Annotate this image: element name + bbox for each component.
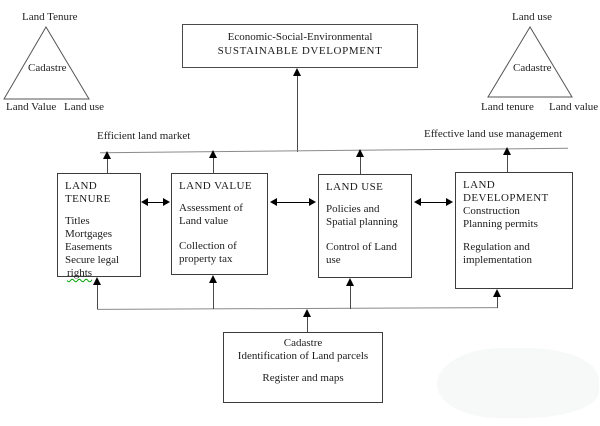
- connector-line: [307, 317, 308, 332]
- connector-line: [350, 286, 351, 309]
- arrow-up-icon: [293, 68, 301, 76]
- left-triangle-center-label: Cadastre: [28, 62, 67, 74]
- right-triangle-center-label: Cadastre: [513, 62, 552, 74]
- land-tenure-item: Mortgages: [65, 228, 113, 240]
- land-development-title: LAND DEVELOPMENT: [463, 179, 549, 204]
- arrow-up-icon: [493, 289, 501, 297]
- land-value-paragraph: Collection of property tax: [179, 240, 237, 265]
- right-triangle-icon: [487, 26, 573, 98]
- double-arrow-icon: [414, 198, 453, 207]
- arrow-up-icon: [346, 278, 354, 286]
- land-tenure-title: LAND TENURE: [65, 180, 111, 205]
- connector-line: [213, 283, 214, 309]
- connector-line: [497, 297, 498, 308]
- arrow-up-icon: [303, 309, 311, 317]
- arrow-up-icon: [356, 149, 364, 157]
- arrow-right-icon: [446, 198, 453, 206]
- land-value-paragraph: Assessment of Land value: [179, 202, 243, 227]
- arrow-left-icon: [141, 198, 148, 206]
- land-development-box: LAND DEVELOPMENT Construction Planning p…: [455, 172, 573, 289]
- land-value-box: LAND VALUE Assessment of Land value Coll…: [171, 173, 268, 275]
- arrow-up-icon: [503, 147, 511, 155]
- cadastre-box-line2: Identification of Land parcels: [237, 350, 369, 362]
- arrow-up-icon: [93, 277, 101, 285]
- left-triangle-bottom-left-label: Land Value: [6, 101, 57, 113]
- cadastre-box-line3: Register and maps: [262, 372, 344, 384]
- land-use-paragraph: Control of Land use: [326, 241, 397, 266]
- cadastre-box-line1: Cadastre: [283, 337, 323, 349]
- connector-line: [507, 155, 508, 172]
- top-box-line2: SUSTAINABLE DVELOPMENT: [217, 45, 383, 57]
- land-tenure-box: LAND TENURE Titles Mortgages Easements S…: [57, 173, 141, 279]
- right-triangle-top-label: Land use: [512, 11, 553, 23]
- land-use-paragraph: Policies and Spatial planning: [326, 203, 398, 228]
- right-triangle-bottom-left-label: Land tenure: [481, 101, 534, 113]
- arrow-left-icon: [270, 198, 277, 206]
- left-triangle-top-label: Land Tenure: [22, 11, 78, 23]
- arrow-up-icon: [103, 151, 111, 159]
- land-use-box: LAND USE Policies and Spatial planning C…: [318, 174, 412, 278]
- double-arrow-icon: [141, 198, 170, 207]
- land-use-title: LAND USE: [326, 181, 384, 193]
- lower-connector-line: [96, 307, 499, 310]
- arrow-right-icon: [163, 198, 170, 206]
- connector-line: [97, 285, 98, 309]
- arrow-right-icon: [309, 198, 316, 206]
- land-development-item: Regulation and implementation: [463, 241, 533, 266]
- efficient-land-market-label: Efficient land market: [97, 130, 191, 142]
- scan-artifact-blob: [437, 348, 599, 418]
- effective-land-use-label: Effective land use management: [424, 128, 563, 140]
- left-triangle-icon: [3, 26, 90, 100]
- land-development-item: Planning permits: [463, 218, 538, 230]
- land-value-title: LAND VALUE: [179, 180, 252, 192]
- arrow-up-icon: [209, 150, 217, 158]
- connector-line: [360, 157, 361, 174]
- top-box-line1: Economic-Social-Environmental: [227, 31, 373, 43]
- connector-line: [213, 158, 214, 173]
- cadastre-box: Cadastre Identification of Land parcels …: [223, 332, 383, 403]
- arrow-up-icon: [209, 275, 217, 283]
- arrow-left-icon: [414, 198, 421, 206]
- land-tenure-item: Titles: [65, 215, 90, 227]
- center-connector-line: [297, 76, 298, 152]
- land-tenure-item: Easements: [65, 241, 113, 253]
- double-arrow-icon: [270, 198, 316, 207]
- right-triangle-bottom-right-label: Land value: [549, 101, 599, 113]
- sustainable-development-box: Economic-Social-Environmental SUSTAINABL…: [182, 24, 418, 68]
- upper-connector-line: [100, 147, 568, 154]
- land-development-item: Construction: [463, 205, 520, 217]
- connector-line: [107, 159, 108, 173]
- land-tenure-item: Secure legal: [65, 254, 120, 266]
- left-triangle-bottom-right-label: Land use: [64, 101, 105, 113]
- land-tenure-rights-item: rights: [67, 267, 93, 279]
